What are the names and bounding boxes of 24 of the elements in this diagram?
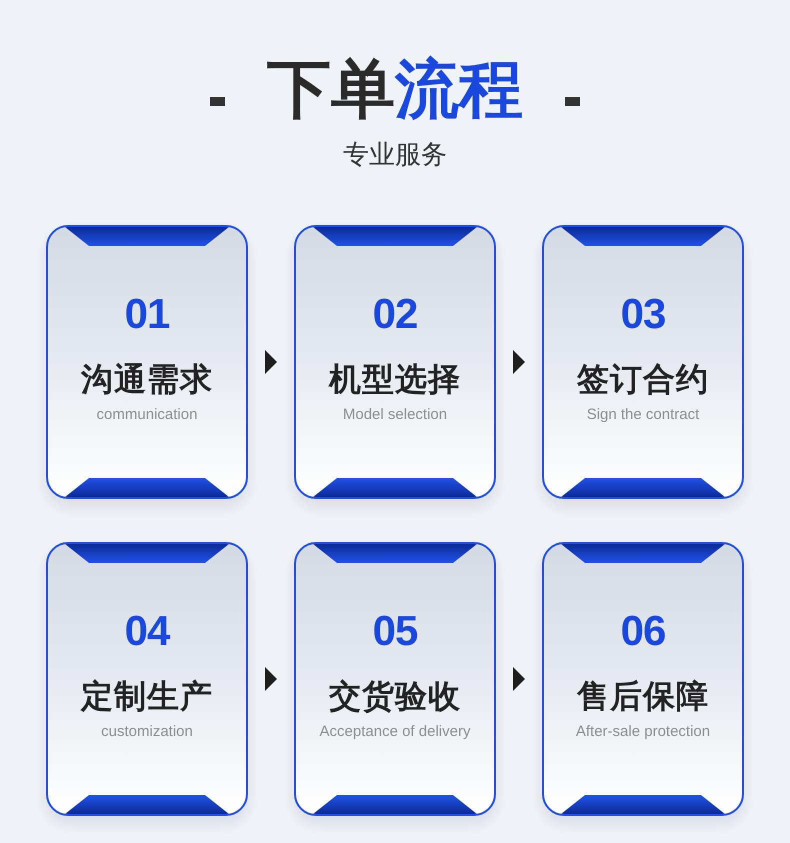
step-title: 签订合约 bbox=[577, 363, 709, 395]
step-number: 04 bbox=[124, 610, 170, 652]
title: 下单流程 bbox=[267, 58, 523, 122]
step-subtitle: customization bbox=[101, 724, 193, 739]
step-number: 01 bbox=[124, 293, 170, 335]
step-number: 06 bbox=[620, 610, 666, 652]
step-title: 定制生产 bbox=[81, 680, 213, 712]
subtitle: 专业服务 bbox=[343, 142, 447, 168]
step-number: 02 bbox=[372, 293, 418, 335]
step-subtitle: Acceptance of delivery bbox=[320, 724, 470, 739]
step-subtitle: communication bbox=[96, 407, 198, 422]
step-subtitle: After-sale protection bbox=[576, 724, 710, 739]
step-number: 05 bbox=[372, 610, 418, 652]
step-subtitle: Model selection bbox=[342, 407, 448, 422]
arrow bbox=[513, 350, 525, 374]
step-title: 售后保障 bbox=[577, 680, 709, 712]
step-title: 机型选择 bbox=[329, 363, 461, 395]
step-subtitle: Sign the contract bbox=[586, 407, 700, 422]
arrow bbox=[513, 667, 525, 691]
step-title: 沟通需求 bbox=[81, 363, 213, 395]
arrow bbox=[265, 667, 277, 691]
arrow bbox=[265, 350, 277, 374]
step-title: 交货验收 bbox=[329, 680, 461, 712]
step-number: 03 bbox=[620, 293, 666, 335]
